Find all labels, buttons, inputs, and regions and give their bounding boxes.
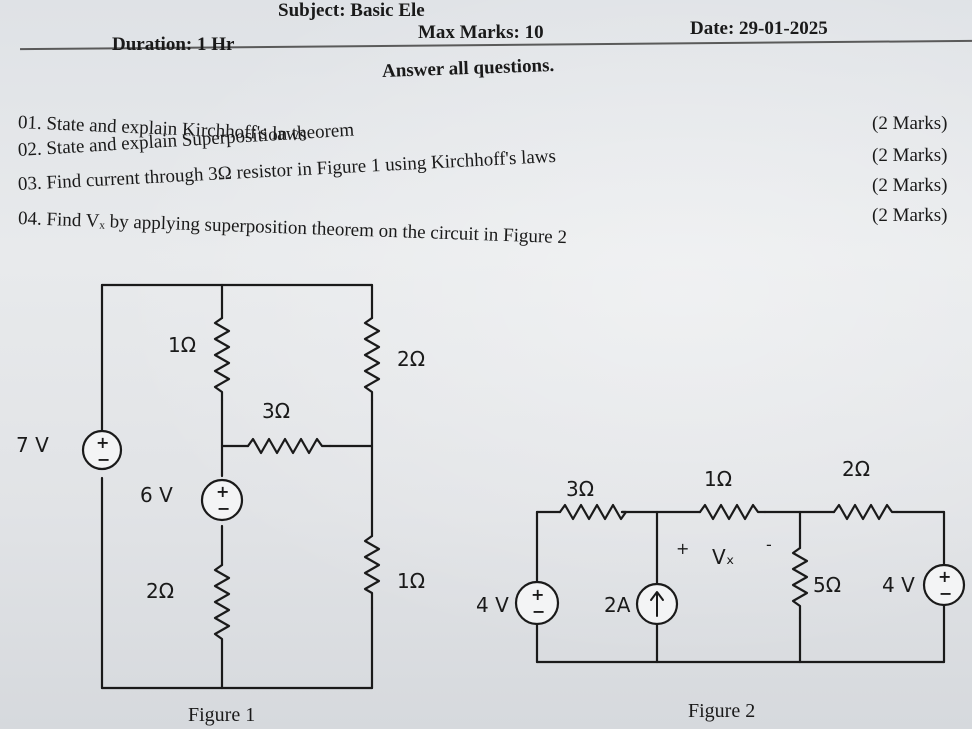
fig2-4v-right-plus-sign: +: [938, 567, 951, 586]
fig1-source-7v: [81, 429, 123, 471]
fig1-label-7v: 7 V: [16, 433, 49, 457]
fig2-label-4v-right: 4 V: [882, 573, 915, 597]
fig1-label-2ohm-top: 2Ω: [397, 347, 425, 371]
fig1-resistor-1ohm: [213, 316, 231, 402]
fig2-4v-right-minus-sign: −: [939, 584, 952, 603]
fig1-resistor-2ohm-bottom: [213, 563, 231, 642]
fig1-6v-minus-sign: −: [217, 499, 230, 518]
duration-label: Duration: 1 Hr: [112, 34, 235, 55]
marks-q4: (2 Marks): [872, 205, 948, 226]
fig2-label-5ohm: 5Ω: [813, 573, 841, 597]
fig2-resistor-2ohm: [832, 503, 899, 521]
fig2-label-2a: 2A: [604, 593, 631, 617]
fig1-source-6v: [200, 478, 244, 522]
fig1-label-1ohm: 1Ω: [168, 333, 196, 357]
subject-line: Subject: Basic Ele: [278, 0, 425, 21]
fig1-label-3ohm: 3Ω: [262, 399, 290, 423]
marks-q2: (2 Marks): [872, 145, 948, 166]
fig1-resistor-1ohm-bottom: [363, 534, 381, 610]
figure-2-caption: Figure 2: [688, 700, 756, 722]
fig2-label-vx: Vₓ: [712, 545, 735, 569]
figure-1-caption: Figure 1: [188, 704, 256, 726]
fig2-source-4v-right: [922, 563, 966, 607]
date-label: Date: 29-01-2025: [690, 18, 828, 39]
fig1-resistor-3ohm: [246, 437, 332, 455]
max-marks-label: Max Marks: 10: [418, 22, 544, 43]
fig2-resistor-1ohm: [698, 503, 767, 521]
fig1-6v-plus-sign: +: [216, 482, 229, 501]
fig2-label-4v-left: 4 V: [476, 593, 509, 617]
fig2-4v-left-minus-sign: −: [532, 602, 545, 621]
marks-q1: (2 Marks): [872, 113, 948, 134]
fig2-resistor-3ohm: [558, 503, 628, 521]
arrow-up-icon: [650, 591, 664, 617]
fig1-label-6v: 6 V: [140, 483, 173, 507]
fig2-vx-minus: -: [766, 535, 772, 554]
fig2-resistor-5ohm: [791, 546, 809, 620]
fig1-7v-minus-sign: −: [97, 450, 110, 469]
marks-q3: (2 Marks): [872, 175, 948, 196]
fig2-label-3ohm: 3Ω: [566, 477, 594, 501]
fig2-label-2ohm: 2Ω: [842, 457, 870, 481]
fig2-vx-plus: +: [676, 539, 689, 558]
fig1-label-2ohm-bottom: 2Ω: [146, 579, 174, 603]
fig2-label-1ohm: 1Ω: [704, 467, 732, 491]
fig2-4v-left-plus-sign: +: [531, 585, 544, 604]
fig1-resistor-2ohm-top: [363, 316, 381, 402]
fig1-label-1ohm-bottom: 1Ω: [397, 569, 425, 593]
fig2-source-4v-left: [514, 580, 560, 626]
fig1-7v-plus-sign: +: [96, 433, 109, 452]
figure-2-circuit: [514, 503, 966, 664]
figure-1-circuit: [81, 283, 381, 690]
